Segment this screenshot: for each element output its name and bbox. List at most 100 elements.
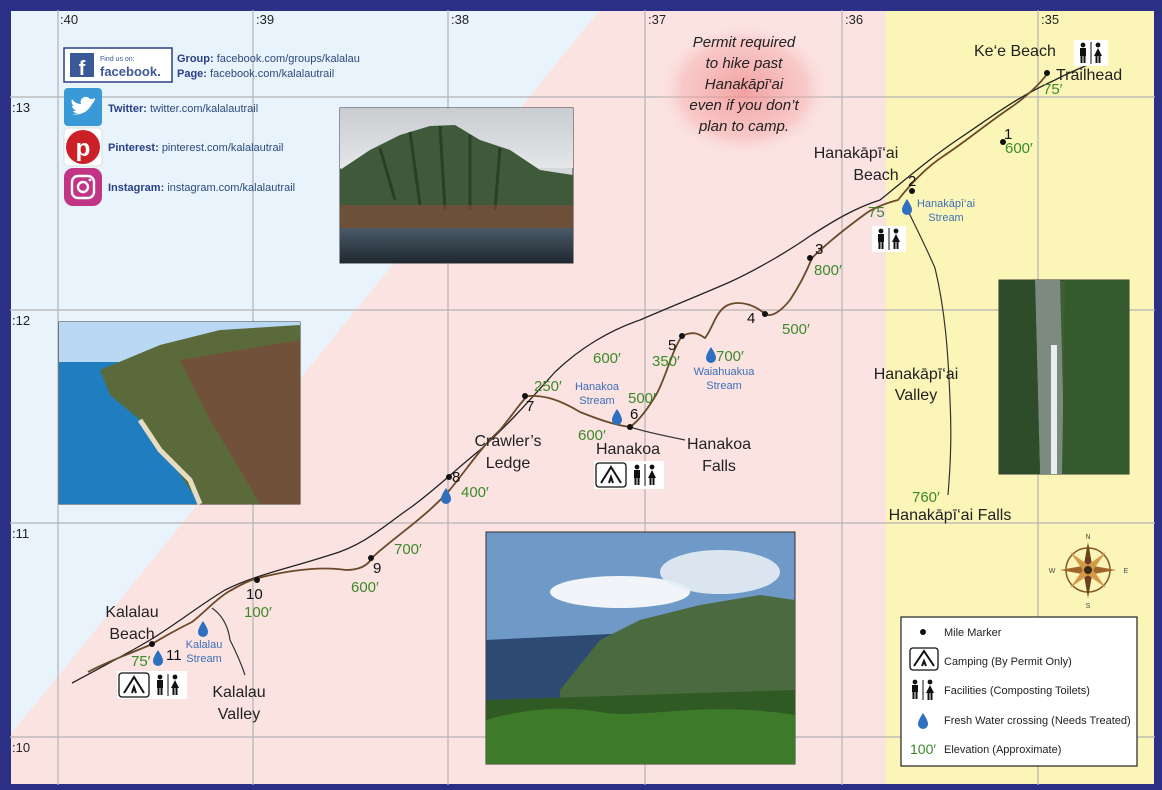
mile-marker-label: 11 <box>166 647 182 664</box>
hanakapiai-valley-label: Hanakāpī‘ai <box>874 366 959 383</box>
svg-text:p: p <box>76 135 91 162</box>
mile-marker-label: 2 <box>908 173 916 190</box>
facebook-badge[interactable]: f Find us on: facebook. <box>63 47 173 83</box>
mile-marker-label: 5 <box>668 337 676 354</box>
kalalau-facilities <box>117 671 187 699</box>
facebook-group-link[interactable]: Group: facebook.com/groups/kalalau <box>177 53 360 65</box>
legend-facilities-label: Facilities (Composting Toilets) <box>944 685 1090 697</box>
top-tick: :35 <box>1041 12 1059 27</box>
photo-kalalau-valley <box>485 531 796 765</box>
top-tick: :39 <box>256 12 274 27</box>
mile-marker-dot <box>522 393 528 399</box>
compass-n: N <box>1085 534 1090 541</box>
mile-marker-label: 9 <box>373 560 381 577</box>
svg-text:f: f <box>79 58 86 80</box>
left-tick: :12 <box>12 313 30 328</box>
elevation: 760′ <box>912 489 940 506</box>
mile-marker-dot <box>679 333 685 339</box>
hanakapiai-stream-label: Stream <box>928 212 963 224</box>
water-drops <box>153 199 912 666</box>
toilet-icon <box>157 674 179 696</box>
photo-coastline-aerial <box>58 321 301 505</box>
kalalau-beach-label: Kalalau <box>105 604 158 621</box>
elevation: 600′ <box>351 579 379 596</box>
top-tick: :40 <box>60 12 78 27</box>
elevation: 500′ <box>782 321 810 338</box>
mile-marker-dot <box>254 577 260 583</box>
elevation: 700′ <box>394 541 422 558</box>
toilet-icon <box>1080 42 1102 64</box>
permit-line: Permit required <box>693 34 796 51</box>
kalalau-stream-label: Stream <box>186 653 221 665</box>
social-links: f Find us on: facebook. Group: facebook.… <box>63 47 360 206</box>
hanakoa-stream-label: Hanakoa <box>575 381 620 393</box>
facebook-page-link[interactable]: Page: facebook.com/kalalautrail <box>177 68 334 80</box>
elevation-labels: 75′ 600′ 75 800′ 500′ 350′ 700′ 600′ 500… <box>131 81 1063 670</box>
trailhead-label: Trailhead <box>1056 67 1122 84</box>
top-tick: :38 <box>451 12 469 27</box>
pinterest-icon[interactable] <box>66 130 100 164</box>
elevation: 75 <box>868 204 885 221</box>
place-labels: Ke‘e Beach Trailhead Hanakāpī‘ai Beach H… <box>105 43 1122 723</box>
elevation: 400′ <box>461 484 489 501</box>
water-drop-icon <box>198 621 208 637</box>
tent-icon <box>600 465 622 484</box>
left-tick: :13 <box>12 100 30 115</box>
toilet-icon <box>634 464 656 486</box>
legend: Mile Marker Camping (By Permit Only) Fac… <box>900 616 1138 767</box>
mile-marker-label: 4 <box>747 310 755 327</box>
mile-marker-dot <box>762 311 768 317</box>
mile-marker-dot <box>627 424 633 430</box>
elevation: 75′ <box>131 653 151 670</box>
legend-water-label: Fresh Water crossing (Needs Treated) <box>944 715 1131 727</box>
mile-marker-labels: 1 2 3 4 5 6 7 8 9 10 11 <box>166 126 1012 664</box>
permit-glow <box>656 22 832 158</box>
mile-marker-dot <box>149 641 155 647</box>
left-tick: :11 <box>12 526 29 541</box>
facebook-badge-line1: Find us on: <box>100 56 135 63</box>
mile-marker-dot <box>807 255 813 261</box>
mile-marker-label: 8 <box>452 469 460 486</box>
mile-marker-label: 10 <box>246 586 263 603</box>
mile-marker-dot <box>909 188 915 194</box>
mile-marker-dot <box>1000 139 1006 145</box>
permit-line: plan to camp. <box>698 118 789 135</box>
hanakapiai-valley-trail <box>904 204 952 496</box>
left-tick: :10 <box>12 740 30 755</box>
legend-camping-label: Camping (By Permit Only) <box>944 656 1072 668</box>
kalalau-valley-label: Kalalau <box>212 684 265 701</box>
elevation: 75′ <box>1043 81 1063 98</box>
pinterest-link[interactable]: Pinterest: pinterest.com/kalalautrail <box>108 142 283 154</box>
elevation: 600′ <box>1005 140 1033 157</box>
legend-water-drop-icon <box>918 713 928 729</box>
stream-labels: Hanakāpī‘ai Stream Waiahuakua Stream Han… <box>186 198 975 665</box>
trailhead-dot <box>1044 70 1050 76</box>
mile-marker-label: 3 <box>815 241 823 258</box>
hanakoa-falls-trail <box>629 426 686 441</box>
hanakapiai-facilities <box>872 226 906 252</box>
hanakapiai-beach-label: Beach <box>853 167 898 184</box>
mile-marker-label: 6 <box>630 406 638 423</box>
twitter-link[interactable]: Twitter: twitter.com/kalalautrail <box>108 103 258 115</box>
photo-falls <box>998 279 1130 475</box>
compass-s: S <box>1086 603 1091 610</box>
water-drop-icon <box>902 199 912 215</box>
mile-marker-label: 7 <box>526 398 534 415</box>
hanakapiai-stream-label: Hanakāpī‘ai <box>917 198 975 210</box>
hanakapiai-falls-label: Hanakāpī‘ai Falls <box>889 507 1012 524</box>
mile-marker-dots <box>149 70 1050 647</box>
compass-rose-icon: N S E W <box>1049 534 1129 610</box>
instagram-icon[interactable] <box>64 168 102 206</box>
hanakapiai-beach-label: Hanakāpī‘ai <box>814 145 899 162</box>
kalalau-valley-trail <box>211 607 246 676</box>
hanakoa-label: Hanakoa <box>596 441 660 458</box>
instagram-link[interactable]: Instagram: instagram.com/kalalautrail <box>108 182 295 194</box>
map-frame <box>9 9 1156 786</box>
coastline <box>71 59 1101 684</box>
mile-marker-dot <box>368 555 374 561</box>
compass-e: E <box>1124 568 1129 575</box>
elevation: 100′ <box>244 604 272 621</box>
kalalau-stream-label: Kalalau <box>186 639 223 651</box>
facebook-badge-line2: facebook. <box>100 64 161 79</box>
